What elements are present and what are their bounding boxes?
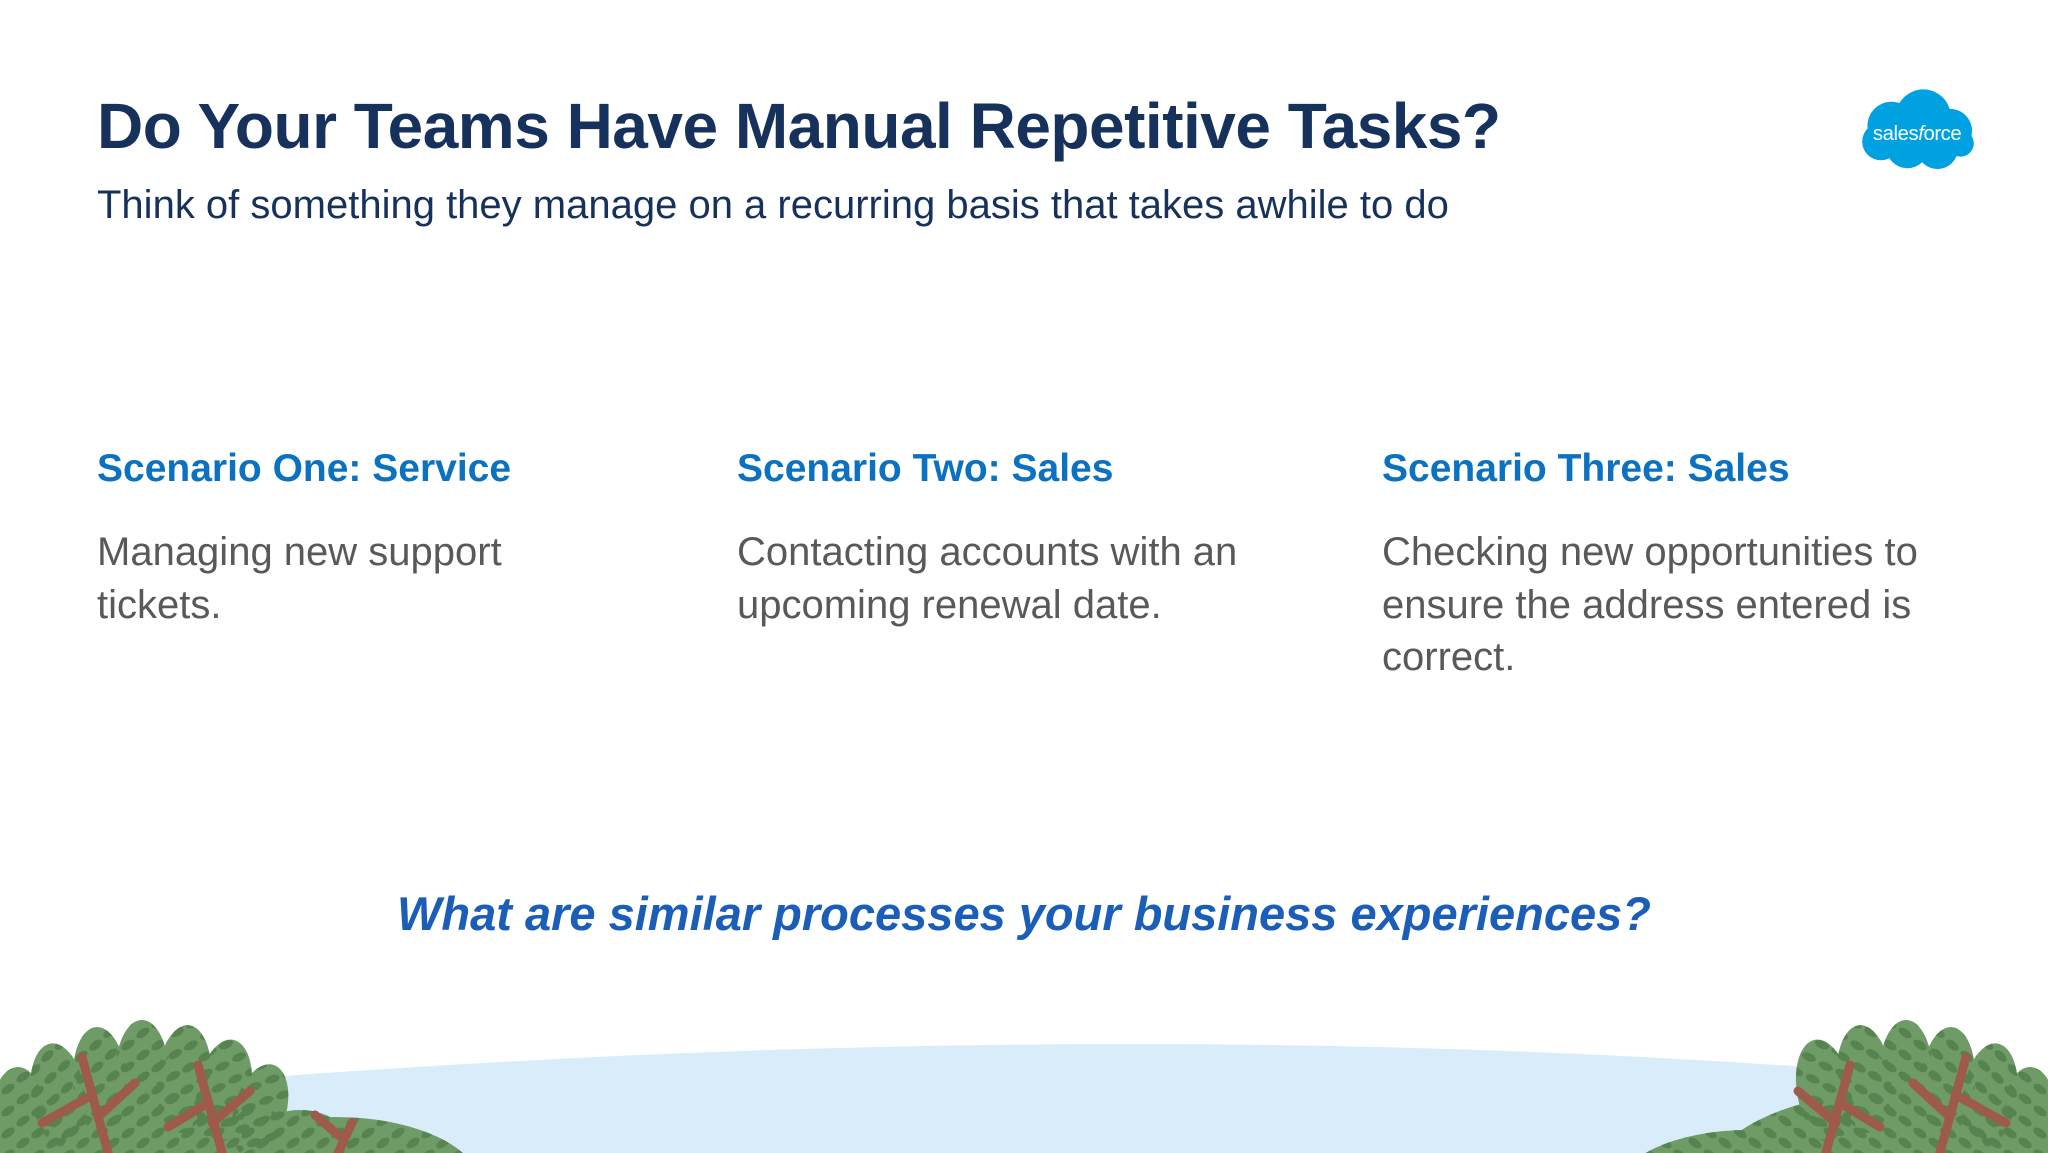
page-subtitle: Think of something they manage on a recu… (97, 183, 1449, 228)
scenario-one-heading: Scenario One: Service (97, 447, 512, 490)
salesforce-logo-text: salesforce (1873, 123, 1962, 145)
scenario-two-column: Scenario Two: Sales Contacting accounts … (737, 447, 1262, 631)
scenario-columns: Scenario One: Service Managing new suppo… (0, 447, 2048, 747)
scenario-one-body: Managing new support tickets. (97, 529, 502, 627)
scenario-three-body: Checking new opportunities to ensure the… (1382, 529, 1918, 680)
hill-arc (0, 1044, 2048, 1153)
salesforce-logo-icon: salesforce (1862, 89, 1974, 170)
scenario-three-heading: Scenario Three: Sales (1382, 447, 1790, 490)
scenario-three-column: Scenario Three: Sales Checking new oppor… (1382, 447, 1942, 684)
right-bush (1645, 1020, 2048, 1153)
bottom-hill-bushes-illustration (0, 1020, 2048, 1153)
header: Do Your Teams Have Manual Repetitive Tas… (97, 90, 1797, 229)
discussion-question: What are similar processes your business… (397, 887, 1651, 940)
scenario-one-column: Scenario One: Service Managing new suppo… (97, 447, 617, 631)
left-bush (0, 1020, 463, 1153)
page-title: Do Your Teams Have Manual Repetitive Tas… (97, 90, 1501, 162)
scenario-two-body: Contacting accounts with an upcoming ren… (737, 529, 1238, 627)
scenario-two-heading: Scenario Two: Sales (737, 447, 1114, 490)
